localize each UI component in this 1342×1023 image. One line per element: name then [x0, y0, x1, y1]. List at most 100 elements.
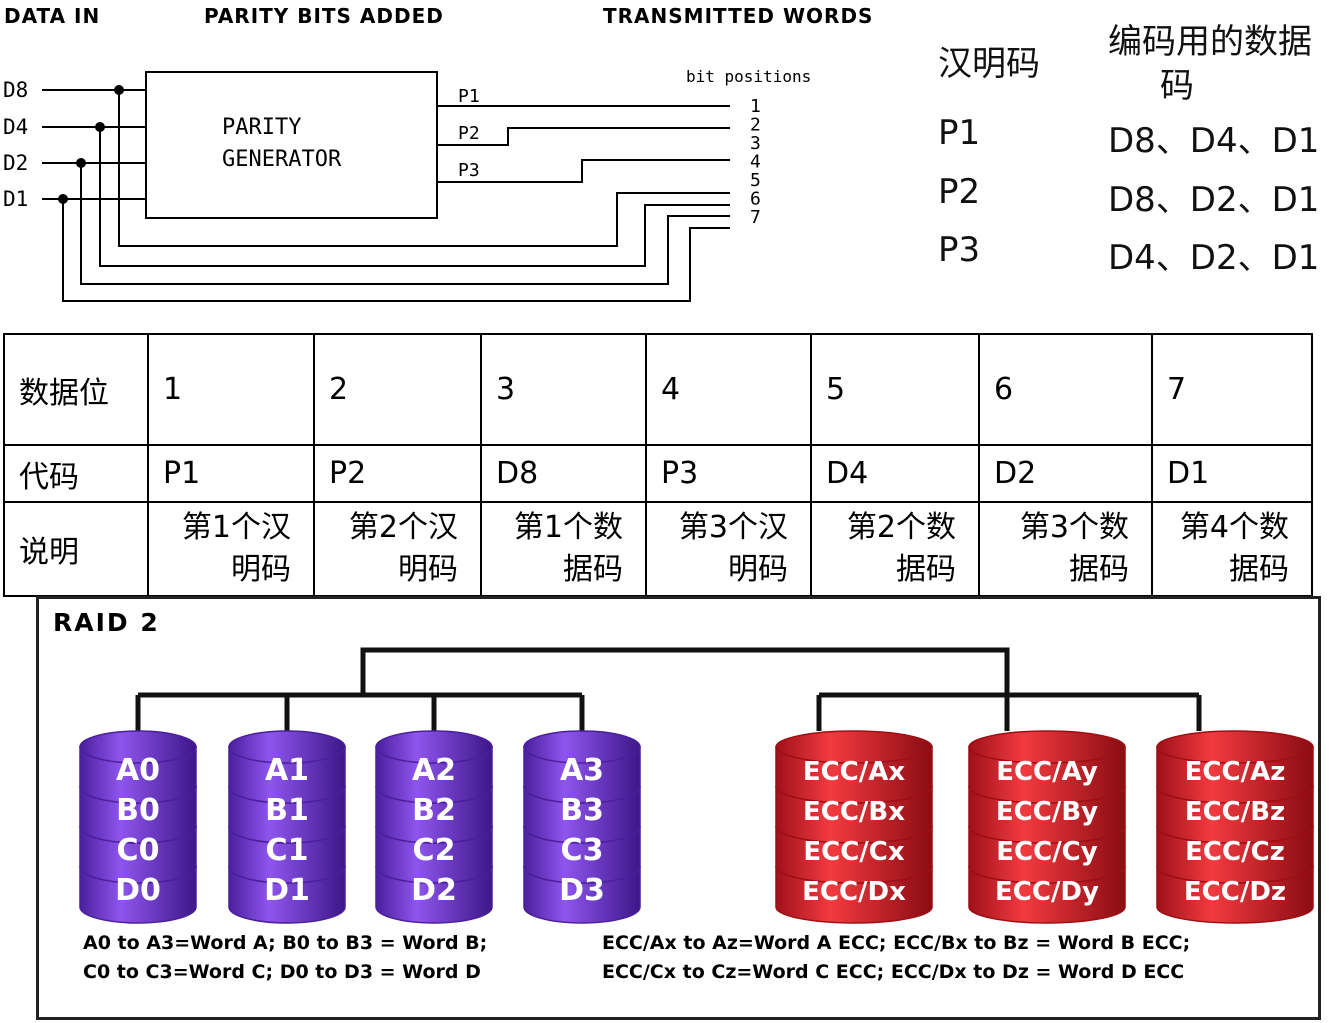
table-cell: 4 — [645, 333, 812, 446]
disk-label: C2 — [413, 833, 456, 868]
raid-connectors — [135, 647, 1202, 731]
disk-platter-top — [228, 730, 346, 764]
mapping-code-p3: P3 — [938, 230, 981, 270]
table-cell: D4 — [810, 444, 980, 503]
mapping-header-right-line1: 编码用的数据 — [1108, 22, 1312, 62]
raid2-diagram: RAID 2 A0B0C0D0A1B1C1D1A2B2C2D2A3B3C3D3E… — [53, 608, 1314, 983]
table-cell: P2 — [313, 444, 482, 503]
desc-line1: 第1个汉 — [181, 510, 291, 545]
transmitted-header: TRANSMITTED WORDS — [603, 4, 873, 28]
desc-line2: 据码 — [1229, 552, 1289, 587]
table-cell: 7 — [1151, 333, 1313, 446]
disk-platter-top — [1156, 730, 1314, 764]
bit-position-table: 数据位 1 2 3 4 5 6 7 代码 P1 P2 D8 P3 D4 D2 D… — [3, 333, 1313, 597]
bit-position-6: 6 — [750, 189, 761, 210]
row-header-position: 数据位 — [3, 333, 149, 446]
desc-line2: 明码 — [231, 552, 291, 587]
disk-platter-top — [79, 730, 197, 764]
desc-line1: 第1个数 — [513, 510, 623, 545]
disk-label: C0 — [117, 833, 160, 868]
mapping-data-p1: D8、D4、D1 — [1108, 121, 1320, 161]
desc-line1: 第3个数 — [1019, 510, 1129, 545]
disk-label: D2 — [411, 873, 457, 908]
mapping-data-p2: D8、D2、D1 — [1108, 180, 1320, 220]
disk-label: C3 — [561, 833, 604, 868]
desc-line1: 第4个数 — [1179, 510, 1289, 545]
disk-platter-top — [523, 730, 641, 764]
row-header-description: 说明 — [3, 501, 149, 597]
disk-label: B0 — [116, 793, 160, 828]
parity-label-p3: P3 — [458, 160, 480, 181]
disk-platter-top — [775, 730, 933, 764]
generator-label-line2: GENERATOR — [222, 147, 342, 172]
disk-label: ECC/Az — [1185, 757, 1286, 787]
mapping-header-right-line2: 码 — [1160, 66, 1194, 106]
parity-added-header: PARITY BITS ADDED — [204, 4, 444, 28]
disk-label: A2 — [412, 753, 456, 788]
input-label-d4: D4 — [3, 115, 28, 139]
disk-label: B1 — [265, 793, 309, 828]
desc-line2: 明码 — [398, 552, 458, 587]
desc-line1: 第3个汉 — [678, 510, 788, 545]
disk-label: ECC/Cy — [996, 837, 1098, 867]
table-cell: 6 — [978, 333, 1153, 446]
disk-label: A0 — [116, 753, 160, 788]
desc-line2: 明码 — [728, 552, 788, 587]
table-cell: D8 — [480, 444, 647, 503]
table-cell: P3 — [645, 444, 812, 503]
desc-line1: 第2个汉 — [348, 510, 458, 545]
disk-label: B2 — [412, 793, 456, 828]
desc-line2: 据码 — [896, 552, 956, 587]
disk-label: ECC/Cz — [1185, 837, 1285, 867]
table-cell: D1 — [1151, 444, 1313, 503]
table-cell: 第4个数据码 — [1151, 501, 1313, 597]
data-in-header: DATA IN — [4, 4, 100, 28]
desc-line1: 第2个数 — [846, 510, 956, 545]
parity-label-p1: P1 — [458, 86, 480, 107]
input-label-d2: D2 — [3, 151, 28, 175]
raid-title: RAID 2 — [53, 608, 160, 637]
table-cell: 第3个数据码 — [978, 501, 1153, 597]
disk-label: A3 — [560, 753, 604, 788]
disk-label: ECC/Dy — [995, 877, 1099, 907]
table-row-position: 数据位 1 2 3 4 5 6 7 — [3, 333, 1313, 446]
caption-right-line2: ECC/Cx to Cz=Word C ECC; ECC/Dx to Dz = … — [602, 961, 1184, 983]
disk-label: A1 — [265, 753, 309, 788]
disk-label: D3 — [559, 873, 605, 908]
input-label-d8: D8 — [3, 78, 28, 102]
table-cell: 第1个汉明码 — [147, 501, 315, 597]
bit-position-4: 4 — [750, 152, 761, 173]
table-cell: 5 — [810, 333, 980, 446]
disk-label: ECC/Bz — [1185, 797, 1285, 827]
bit-position-3: 3 — [750, 133, 761, 154]
table-cell: 第1个数据码 — [480, 501, 647, 597]
mapping-data-p3: D4、D2、D1 — [1108, 238, 1320, 278]
disk-label: ECC/Dx — [802, 877, 906, 907]
disk-label: ECC/Bx — [803, 797, 905, 827]
bit-position-7: 7 — [750, 207, 761, 228]
disk-label: ECC/Ay — [996, 757, 1098, 787]
table-cell: 3 — [480, 333, 647, 446]
mapping-code-p2: P2 — [938, 172, 981, 212]
table-row-description: 说明 第1个汉明码 第2个汉明码 第1个数据码 第3个汉明码 第2个数据码 第3… — [3, 501, 1313, 597]
bit-positions-label: bit positions — [686, 67, 811, 86]
disk-label: D0 — [115, 873, 161, 908]
table-cell: 2 — [313, 333, 482, 446]
caption-left-line2: C0 to C3=Word C; D0 to D3 = Word D — [83, 961, 481, 983]
input-label-d1: D1 — [3, 187, 28, 211]
bit-position-5: 5 — [750, 170, 761, 191]
table-cell: 第2个数据码 — [810, 501, 980, 597]
disk-label: D1 — [264, 873, 310, 908]
table-row-code: 代码 P1 P2 D8 P3 D4 D2 D1 — [3, 444, 1313, 503]
disk-label: ECC/Ax — [803, 757, 906, 787]
parity-generator-box — [145, 71, 438, 219]
